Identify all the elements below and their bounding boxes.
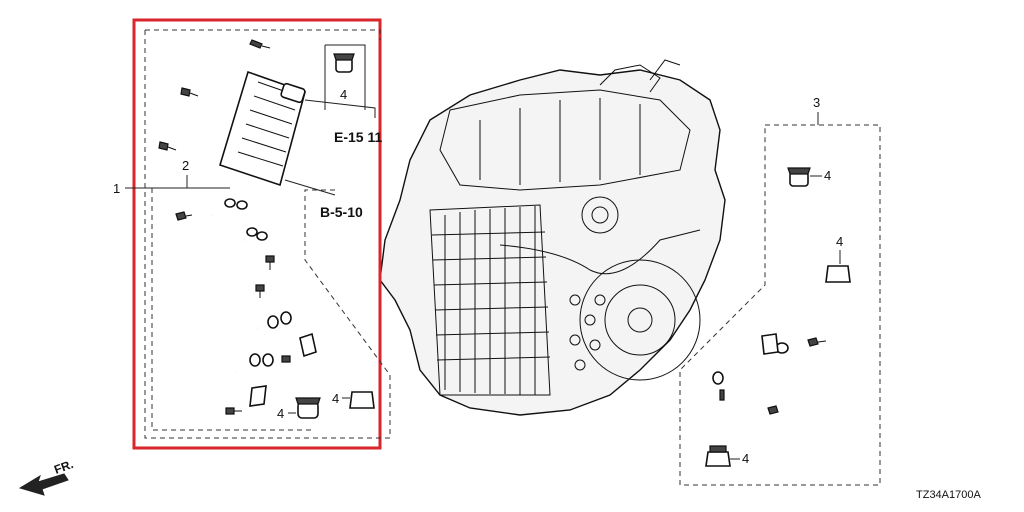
- callout-4-bottom-right: 4: [332, 391, 339, 406]
- oil-pipe-left: [202, 214, 237, 374]
- plug-icon: [333, 53, 355, 73]
- front-direction-label: FR.: [52, 457, 75, 477]
- plug-icon: [825, 265, 851, 283]
- bracket-icon: [761, 333, 779, 355]
- highlight-frame: [132, 18, 382, 450]
- bolt-icon: [719, 389, 725, 401]
- plug-icon: [705, 445, 731, 467]
- transmission-assembly: [379, 59, 726, 416]
- oil-pipe-right: [230, 239, 259, 330]
- bolt-icon: [281, 355, 291, 363]
- bolt-icon: [175, 211, 193, 221]
- bracket-icon: [299, 332, 317, 358]
- bolt-cluster: [569, 294, 606, 371]
- callout-4-right-top: 4: [824, 168, 831, 183]
- group-3-outline: [679, 124, 881, 486]
- bolt-icon: [255, 284, 265, 298]
- oil-pan-ribs: [429, 204, 551, 396]
- diagram-code: TZ34A1700A: [916, 489, 981, 501]
- callout-4-top: 4: [340, 87, 347, 102]
- bolt-icon: [158, 141, 177, 151]
- bolt-icon: [225, 407, 242, 415]
- bolt-icon: [265, 255, 275, 270]
- plug-icon: [349, 391, 375, 409]
- front-direction-arrow-icon: [18, 473, 69, 496]
- callout-2: 2: [182, 158, 189, 173]
- bolt-icon: [249, 39, 271, 49]
- bracket-icon: [249, 385, 267, 407]
- callout-4-bottom-left: 4: [277, 406, 284, 421]
- callout-4-right-bottom: 4: [742, 451, 749, 466]
- callout-4-right-mid: 4: [836, 234, 843, 249]
- bolt-icon: [180, 87, 199, 97]
- bolt-icon: [767, 405, 779, 415]
- reference-b-5-10[interactable]: B-5-10: [320, 204, 363, 220]
- oil-cooler: [219, 70, 306, 187]
- reference-e-15-11[interactable]: E-15 11: [334, 129, 382, 145]
- group-1-outline: [144, 29, 391, 439]
- plug-icon: [295, 397, 321, 419]
- callout-3: 3: [813, 95, 820, 110]
- bolt-icon: [807, 337, 827, 347]
- o-ring-icon: [224, 198, 292, 367]
- callout-1: 1: [113, 181, 120, 196]
- plug-icon: [787, 167, 811, 187]
- oil-pipe-right-group: [712, 342, 789, 392]
